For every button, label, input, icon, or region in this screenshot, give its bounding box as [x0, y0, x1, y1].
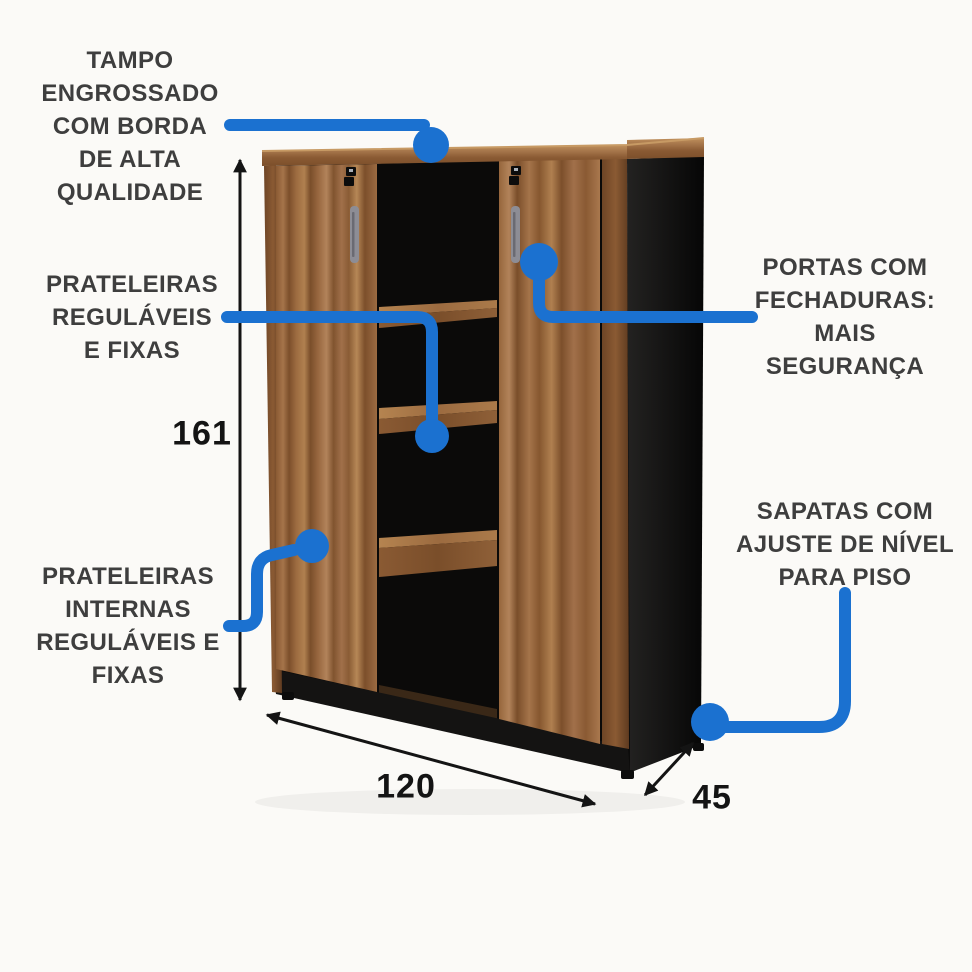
label-line: DE ALTA: [78, 146, 182, 173]
label-line: ENGROSSADO: [41, 80, 219, 107]
label-line: PORTAS COM: [762, 254, 928, 281]
left-door-lock-lower-icon: [344, 177, 354, 186]
width-dimension-arrow: [265, 711, 597, 808]
foot-back-right: [693, 743, 704, 751]
callout-dot-top-board: [413, 127, 449, 163]
label-line: COM BORDA: [52, 113, 208, 140]
label-line: MAIS: [814, 320, 876, 347]
leveling-feet: [282, 692, 704, 779]
callout-label-door-locks: PORTAS COM FECHADURAS: MAIS SEGURANÇA: [755, 251, 935, 383]
left-door-handle-shade: [352, 212, 355, 257]
label-line: TAMPO: [86, 47, 174, 74]
dimension-arrows: [233, 158, 695, 808]
label-line: FIXAS: [91, 662, 165, 689]
width-dimension-value: 120: [376, 767, 436, 806]
right-door-lock-lower-icon: [509, 176, 519, 185]
callout-line-leveling-feet: [718, 587, 851, 733]
label-line: SEGURANÇA: [765, 353, 925, 380]
callout-line-adjustable-shelves: [221, 311, 438, 426]
cabinet-side-panel: [627, 156, 704, 773]
callout-label-leveling-feet: SAPATAS COM AJUSTE DE NÍVEL PARA PISO: [736, 495, 954, 594]
callout-line-internal-shelves: [223, 544, 300, 632]
callout-line-door-locks: [533, 260, 758, 323]
floor-shadow: [255, 789, 685, 815]
right-door-lock-glint: [514, 168, 518, 171]
shelf-3-edge: [379, 540, 497, 577]
callout-dot-leveling-feet: [691, 703, 729, 741]
label-line: PRATELEIRAS: [46, 271, 218, 298]
label-line: PRATELEIRAS: [42, 563, 214, 590]
interior-floor: [379, 685, 497, 719]
label-line: REGULÁVEIS E: [36, 629, 220, 656]
left-door-lock-glint: [349, 169, 353, 172]
depth-dimension-arrow: [643, 741, 695, 797]
label-line: AJUSTE DE NÍVEL: [735, 531, 955, 558]
cabinet-right-stile: [602, 158, 629, 749]
top-board-highlight: [261, 137, 705, 152]
right-door: [499, 159, 600, 744]
label-line: QUALIDADE: [56, 179, 204, 206]
callout-label-internal-shelves: PRATELEIRAS INTERNAS REGULÁVEIS E FIXAS: [36, 560, 220, 692]
height-dimension-value: 161: [172, 414, 232, 453]
label-line: PARA PISO: [778, 564, 912, 591]
callout-dot-door-locks: [520, 243, 558, 281]
shelf-3-top: [379, 530, 497, 548]
cabinet: [261, 137, 705, 779]
right-door-panel: [499, 159, 600, 744]
foot-front-right: [621, 770, 634, 779]
callout-dot-internal-shelves: [295, 529, 329, 563]
callout-connectors: [221, 119, 851, 741]
label-line: FECHADURAS:: [754, 287, 936, 314]
left-door-panel: [276, 164, 377, 692]
depth-dimension-value: 45: [692, 778, 732, 817]
label-line: INTERNAS: [65, 596, 191, 623]
callout-label-top-board: TAMPO ENGROSSADO COM BORDA DE ALTA QUALI…: [41, 44, 218, 209]
callout-label-adjustable-shelves: PRATELEIRAS REGULÁVEIS E FIXAS: [46, 268, 218, 367]
right-door-handle-shade: [513, 212, 516, 257]
left-door: [276, 164, 377, 692]
label-line: E FIXAS: [83, 337, 181, 364]
callout-dot-adjustable-shelves: [415, 419, 449, 453]
label-line: REGULÁVEIS: [51, 304, 213, 331]
label-line: SAPATAS COM: [756, 498, 934, 525]
foot-front-left: [282, 692, 294, 700]
